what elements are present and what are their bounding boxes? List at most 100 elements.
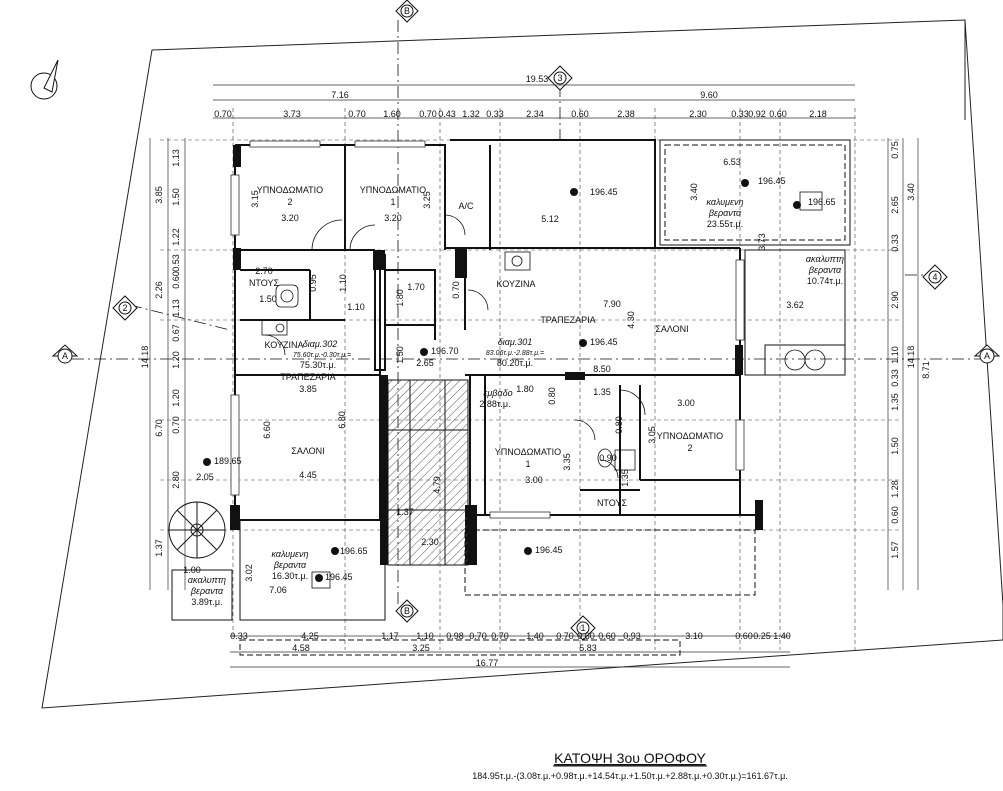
dim-core-9: 1.80: [516, 384, 534, 394]
dim-bottom-3: 1.10: [416, 631, 434, 641]
site-boundary: [41, 19, 1003, 709]
dim-dining-right-width: 7.90: [603, 299, 621, 309]
area-formula: 184.95τ.μ.-(3.08τ.μ.+0.98τ.μ.+14.54τ.μ.+…: [472, 771, 788, 781]
room-dining-right-name: ΤΡΑΠΕΖΑΡΙΑ: [540, 315, 595, 325]
dim-left-1: 1.50: [171, 188, 181, 206]
grid-marker-b-bottom: B: [395, 599, 419, 623]
grid-marker-3: 3: [547, 65, 573, 91]
room-bedroom-2-left-name: ΥΠΝΟΔΩΜΑΤΙΟ: [257, 185, 323, 195]
windows: [230, 140, 745, 519]
verandah-left-name2: βεραντα: [273, 560, 307, 570]
dim-bedroom-1-right-height: 3.35: [562, 453, 572, 471]
apt-302-area-1: 75.60τ.μ.-0.30τ.μ.=: [293, 352, 351, 359]
dimension-lines: [149, 84, 919, 668]
room-wc-left-name: ΝΤΟΥΣ: [249, 278, 280, 288]
level-verandah-top-2: 196.65: [808, 197, 836, 207]
dim-top-1: 3.73: [283, 109, 301, 119]
dim-core-7: 0.80: [547, 387, 557, 405]
open-verandah-left-name2: βεραντα: [190, 586, 224, 596]
dim-bottom-7: 1.40: [526, 631, 544, 641]
dim-left-group-2: 6.70: [154, 419, 164, 437]
room-bedroom-1-left-height: 3.25: [422, 191, 432, 209]
room-bedroom-1-left-width: 3.20: [384, 213, 402, 223]
dim-dining-right-height: 4.30: [626, 311, 636, 329]
level-saloni-left: 189.65: [214, 456, 242, 466]
north-arrow-icon: [30, 59, 59, 104]
dim-open-verandah-right-2: 3.62: [786, 300, 804, 310]
dim-core-3: 2.65: [416, 358, 434, 368]
verandah-top-name2: βεραντα: [708, 208, 742, 218]
room-bedroom-1-right-name: ΥΠΝΟΔΩΜΑΤΙΟ: [495, 447, 561, 457]
grid-label-1: 1: [580, 623, 585, 633]
dim-right-2: 2.65: [890, 196, 900, 214]
dim-bottom-1: 4.25: [301, 631, 319, 641]
open-verandah-right-area: 10.74τ.μ.: [807, 276, 843, 286]
apt-301-area-1: 83.06τ.μ.-2.88τ.μ.=: [486, 350, 544, 357]
dim-left-group-0: 3.85: [154, 186, 164, 204]
grid-marker-4: 4: [922, 264, 948, 290]
dim-saloni-right-width: 8.50: [593, 364, 611, 374]
dim-bottom-sub-0: 4.58: [292, 643, 310, 653]
grid-label-b-bottom: B: [404, 606, 410, 616]
room-bedroom-2-left-width: 3.20: [281, 213, 299, 223]
dim-left-5: 1.13: [171, 299, 181, 317]
dim-bottom-sub-2: 5.83: [579, 643, 597, 653]
dim-overall-top: 19.53: [526, 74, 549, 84]
dim-left-8: 1.20: [171, 389, 181, 407]
open-verandah-right-name2: βεραντα: [808, 265, 842, 275]
dim-core-5: 1.37: [396, 507, 414, 517]
dim-top-2: 0.70: [348, 109, 366, 119]
dim-top-right: 9.60: [700, 90, 718, 100]
level-markers: [203, 179, 801, 582]
open-verandah-right-name: ακαλυπτη: [806, 254, 844, 264]
dim-core-4: 4.79: [432, 476, 442, 494]
dim-core-2: 0.70: [451, 281, 461, 299]
grid-label-a-left: A: [62, 351, 68, 361]
dim-saloni-left-width: 4.45: [299, 470, 317, 480]
dim-top-13: 0.92: [748, 109, 766, 119]
dim-bottom-10: 0.60: [598, 631, 616, 641]
dim-bottom-9: 0.60: [577, 631, 595, 641]
room-bedroom-2-left-num: 2: [287, 197, 292, 207]
dim-wc-right-3: 1.35: [620, 469, 630, 487]
room-bedroom-2-right-num: 2: [687, 443, 692, 453]
dim-bedroom-2-right-height: 3.05: [647, 426, 657, 444]
dim-top-9: 0.60: [571, 109, 589, 119]
dim-top-12: 0.33: [731, 109, 749, 119]
dim-core-6: 2.30: [421, 537, 439, 547]
room-kitchen-left-name: ΚΟΥΖΙΝΑ: [265, 340, 304, 350]
dim-right-0: 0.75: [890, 141, 900, 159]
dim-verandah-top-height: 3.40: [689, 183, 699, 201]
room-saloni-left-name: ΣΑΛΟΝΙ: [291, 446, 324, 456]
dim-bedroom-1-right-width: 3.00: [525, 475, 543, 485]
dim-right-overall: 14.18: [906, 346, 916, 369]
dim-left-group-3: 1.37: [154, 539, 164, 557]
dim-right-6: 0.33: [890, 369, 900, 387]
level-verandah-top: 196.45: [758, 176, 786, 186]
dim-left-7: 1.20: [171, 351, 181, 369]
dim-top-0: 0.70: [214, 109, 232, 119]
room-bedroom-1-left-num: 1: [390, 197, 395, 207]
grid-label-2: 2: [122, 303, 127, 313]
dim-bottom-sub-1: 3.25: [412, 643, 430, 653]
dim-top-11: 2.30: [689, 109, 707, 119]
dim-core-1: 1.50: [395, 346, 405, 364]
level-dining-right: 196.45: [590, 337, 618, 347]
dim-open-verandah-right-1: 3.73: [757, 233, 767, 251]
dim-wc-right-2: 0.90: [599, 453, 617, 463]
level-bottom-right: 196.45: [535, 545, 563, 555]
dim-left-0: 1.13: [171, 149, 181, 167]
room-kitchen-right-name: ΚΟΥΖΙΝΑ: [497, 279, 536, 289]
room-wc-right-name: ΝΤΟΥΣ: [597, 498, 628, 508]
level-core: 196.70: [431, 346, 459, 356]
dim-bottom-2: 1.17: [381, 631, 399, 641]
dim-top-10: 2.38: [617, 109, 635, 119]
verandah-top-area: 23.55τ.μ.: [707, 219, 743, 229]
dim-top-8: 2.34: [526, 109, 544, 119]
dim-top-room-width: 5.12: [541, 214, 559, 224]
dim-top-5: 0.43: [438, 109, 456, 119]
dim-verandah-left-height: 3.02: [244, 564, 254, 582]
grid-marker-2: 2: [112, 295, 138, 321]
level-verandah-left-1: 196.65: [340, 546, 368, 556]
dim-wc-right-1: 0.80: [614, 416, 624, 434]
